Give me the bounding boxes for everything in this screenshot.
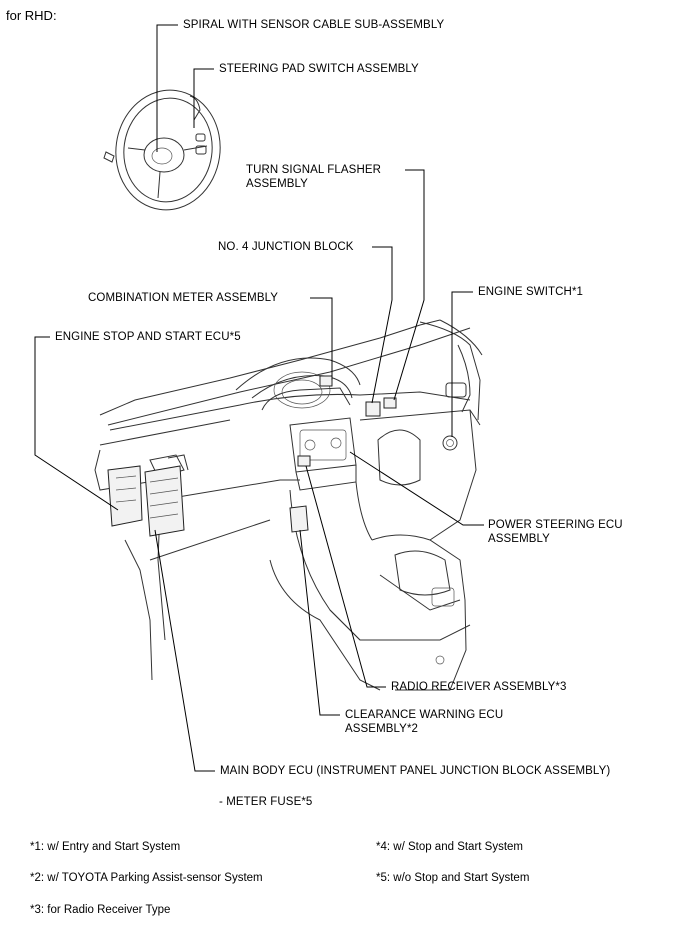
dashboard-drawing [94, 319, 483, 691]
label-spiral-cable: SPIRAL WITH SENSOR CABLE SUB-ASSEMBLY [183, 19, 445, 31]
diagram-header: for RHD: [6, 8, 57, 23]
label-steering-pad-switch: STEERING PAD SWITCH ASSEMBLY [219, 63, 419, 75]
footnote-2: *2: w/ TOYOTA Parking Assist-sensor Syst… [30, 872, 263, 884]
label-combination-meter: COMBINATION METER ASSEMBLY [88, 292, 279, 304]
label-main-body-ecu: MAIN BODY ECU (INSTRUMENT PANEL JUNCTION… [220, 765, 611, 777]
label-meter-fuse: - METER FUSE*5 [219, 796, 313, 808]
footnote-4: *4: w/ Stop and Start System [376, 841, 524, 853]
footnote-3: *3: for Radio Receiver Type [30, 904, 171, 916]
label-engine-stop-start-ecu: ENGINE STOP AND START ECU*5 [55, 331, 241, 343]
parts-drawing [107, 375, 397, 537]
steering-wheel-drawing [103, 89, 221, 211]
label-turn-signal-flasher: TURN SIGNAL FLASHER ASSEMBLY [246, 164, 382, 190]
footnote-5: *5: w/o Stop and Start System [376, 872, 530, 884]
leader-lines [34, 24, 484, 772]
label-radio-receiver: RADIO RECEIVER ASSEMBLY*3 [391, 681, 567, 693]
label-junction-block: NO. 4 JUNCTION BLOCK [218, 241, 354, 253]
footnote-1: *1: w/ Entry and Start System [30, 841, 181, 853]
label-clearance-warning-ecu: CLEARANCE WARNING ECU ASSEMBLY*2 [345, 709, 504, 735]
label-engine-switch: ENGINE SWITCH*1 [478, 286, 584, 298]
label-power-steering-ecu: POWER STEERING ECU ASSEMBLY [488, 519, 623, 545]
